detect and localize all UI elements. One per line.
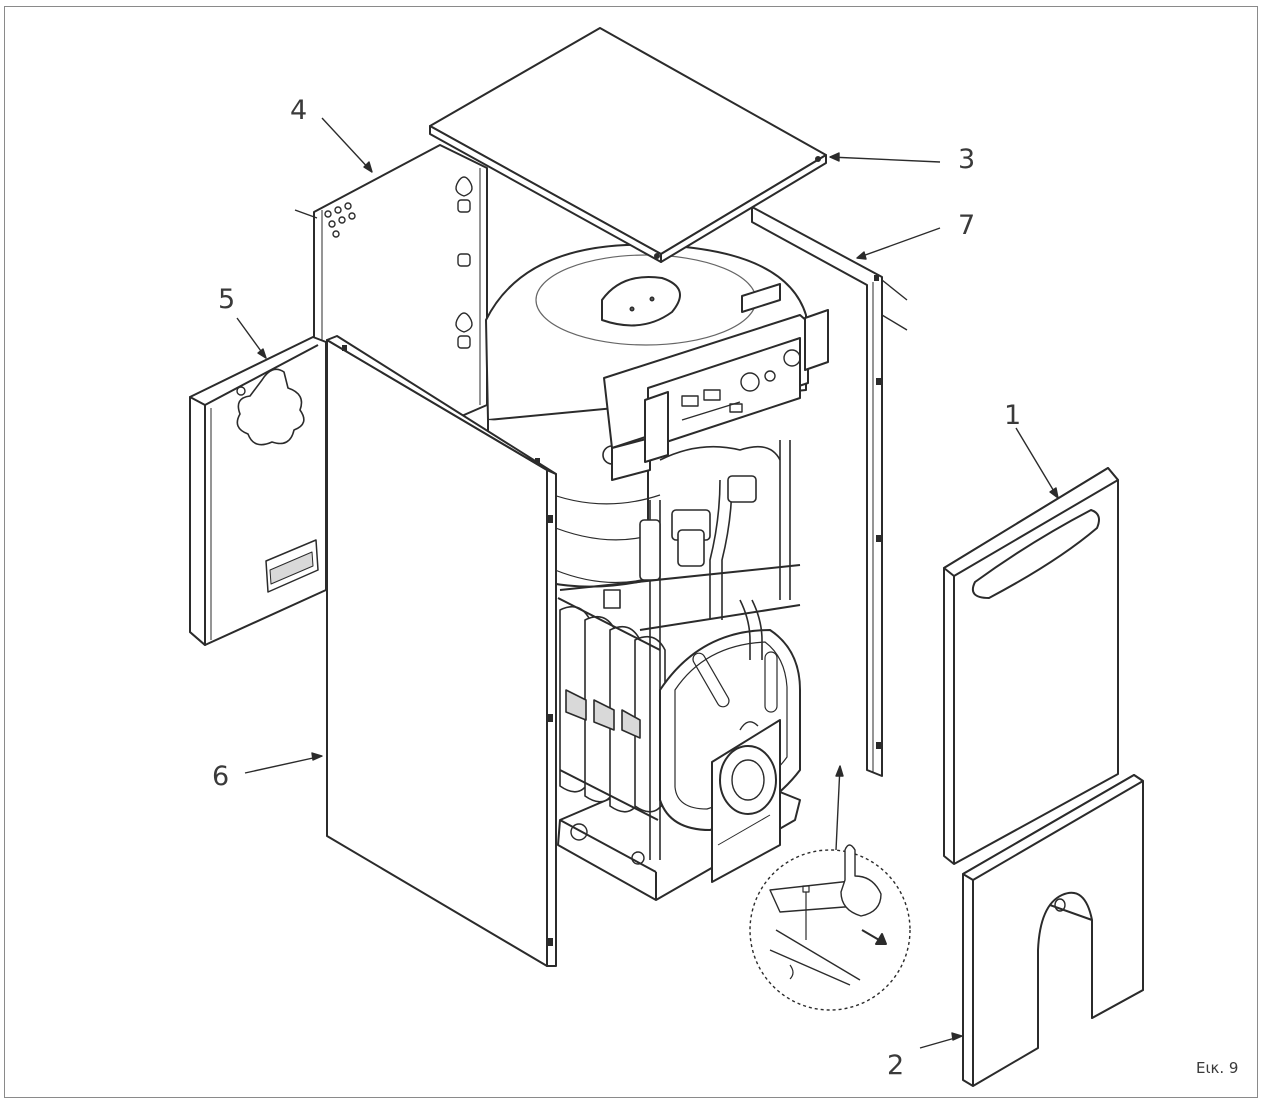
callout-2: 2 [887,1050,905,1081]
top-cover [429,27,827,263]
callout-1: 1 [1004,400,1022,431]
callout-6: 6 [212,761,230,792]
front-upper-panel [943,467,1119,865]
callout-3: 3 [958,144,976,175]
callout-7: 7 [958,210,976,241]
leader-lines [236,117,1059,1049]
detail-inset [749,844,911,1011]
callout-4: 4 [290,95,308,126]
right-side-panel [874,275,908,749]
left-front-panel [326,335,557,967]
figure-frame [4,6,1258,1098]
callout-5: 5 [218,284,236,315]
front-lower-panel [962,774,1144,1087]
left-side-panel [189,336,327,646]
figure-caption: Εικ. 9 [1196,1059,1239,1077]
